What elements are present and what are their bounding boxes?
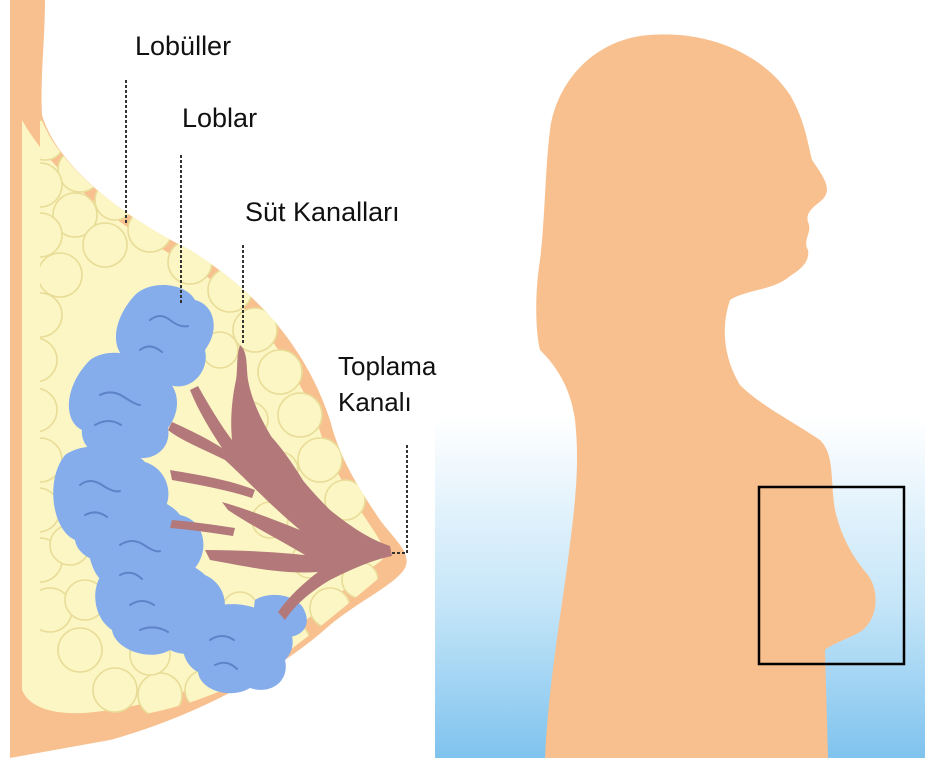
label-sut-kanallari: Süt Kanalları [245, 196, 400, 228]
label-loblar: Loblar [182, 102, 257, 134]
label-toplama-kanali: Toplama Kanalı [338, 348, 436, 420]
label-lobuller: Lobüller [135, 30, 231, 62]
